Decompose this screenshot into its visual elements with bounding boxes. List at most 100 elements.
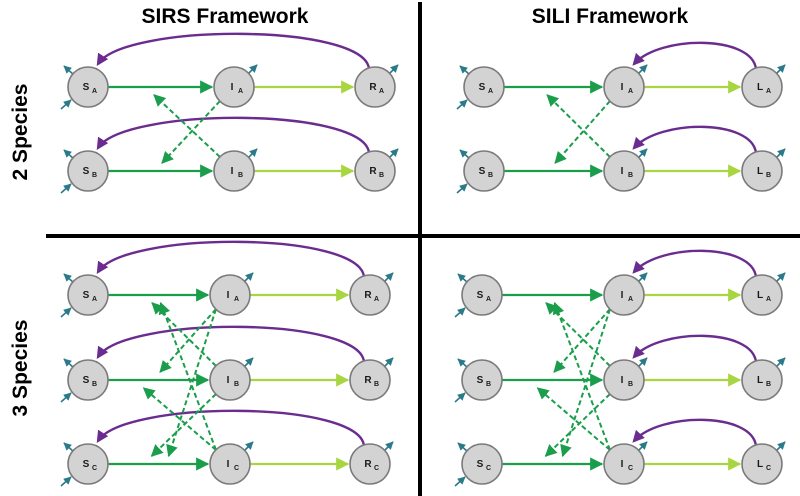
node-circle: [67, 443, 109, 485]
node-circle: [603, 66, 645, 108]
birth-arrow-s-b: [60, 392, 72, 403]
node-subscript: A: [379, 88, 384, 95]
birth-arrow-s-a: [60, 99, 72, 110]
birth-arrow-s-c: [60, 476, 72, 487]
node-subscript: B: [628, 172, 633, 179]
cross-infection-arrow-a-to-b: [161, 100, 221, 164]
recovery-arc-a: [632, 249, 758, 278]
node-subscript: C: [628, 465, 633, 472]
cross-infection-arrow-a-to-b: [159, 308, 217, 373]
death-arrow-r-b: [383, 357, 394, 368]
node-label: I: [231, 82, 234, 93]
node-subscript: A: [766, 296, 771, 303]
death-arrow-i-b: [637, 148, 648, 159]
node-label: R: [364, 459, 372, 470]
node-label: S: [83, 166, 90, 177]
cross-infection-arrow-a-to-b: [553, 308, 611, 373]
recovery-arc-b: [632, 125, 758, 154]
node-label: R: [369, 82, 377, 93]
node-label: I: [621, 166, 624, 177]
cross-infection-arrow-a-to-b: [554, 100, 611, 164]
node-label: I: [621, 375, 624, 386]
recovery-arc-a: [96, 32, 371, 70]
node-subscript: C: [234, 465, 239, 472]
node-label: S: [479, 166, 486, 177]
death-arrow-i-b: [247, 148, 258, 159]
node-circle: [349, 359, 391, 401]
death-arrow-i-b: [637, 357, 648, 368]
death-arrow-r-a: [388, 64, 399, 75]
col-title-sirs: SIRS Framework: [142, 5, 309, 28]
death-arrow-l-a: [775, 272, 786, 283]
death-arrow-l-b: [775, 357, 786, 368]
node-circle: [461, 274, 503, 316]
cross-infection-arrow-a-to-c: [560, 308, 611, 458]
col-title-sili: SILI Framework: [532, 5, 689, 28]
cross-infection-arrow-b-to-a: [545, 302, 611, 367]
node-subscript: A: [92, 296, 97, 303]
node-label: R: [364, 290, 372, 301]
node-circle: [603, 443, 645, 485]
node-label: L: [757, 459, 763, 470]
death-arrow-r-c: [383, 441, 394, 452]
death-arrow-i-a: [637, 272, 648, 283]
death-arrow-r-b: [388, 148, 399, 159]
recovery-arc-b: [96, 325, 366, 363]
node-circle: [463, 150, 505, 192]
node-label: S: [477, 290, 484, 301]
node-subscript: B: [234, 381, 239, 388]
node-subscript: B: [766, 381, 771, 388]
node-label: S: [83, 82, 90, 93]
node-label: S: [83, 459, 90, 470]
cross-infection-arrow-a-to-c: [166, 308, 217, 458]
node-label: S: [477, 375, 484, 386]
node-subscript: B: [238, 172, 243, 179]
node-label: R: [369, 166, 377, 177]
node-subscript: A: [628, 296, 633, 303]
node-subscript: C: [92, 465, 97, 472]
node-subscript: C: [374, 465, 379, 472]
recovery-arc-c: [632, 418, 758, 447]
node-subscript: B: [628, 381, 633, 388]
cross-infection-arrow-c-to-a: [158, 301, 217, 451]
node-circle: [741, 274, 783, 316]
node-subscript: B: [92, 381, 97, 388]
node-subscript: B: [766, 172, 771, 179]
node-label: R: [364, 375, 372, 386]
node-circle: [209, 359, 251, 401]
death-arrow-i-c: [243, 441, 254, 452]
cross-infection-arrow-b-to-c: [150, 393, 217, 457]
node-circle: [354, 150, 396, 192]
node-subscript: A: [234, 296, 239, 303]
node-label: L: [757, 290, 763, 301]
node-circle: [461, 359, 503, 401]
node-circle: [349, 274, 391, 316]
node-circle: [213, 150, 255, 192]
node-label: L: [757, 375, 763, 386]
death-arrow-i-a: [243, 272, 254, 283]
death-arrow-i-b: [243, 357, 254, 368]
node-subscript: C: [486, 465, 491, 472]
death-arrow-i-c: [637, 441, 648, 452]
node-circle: [741, 150, 783, 192]
node-label: I: [621, 82, 624, 93]
node-circle: [67, 359, 109, 401]
node-label: S: [479, 82, 486, 93]
node-label: I: [227, 375, 230, 386]
node-label: S: [83, 290, 90, 301]
